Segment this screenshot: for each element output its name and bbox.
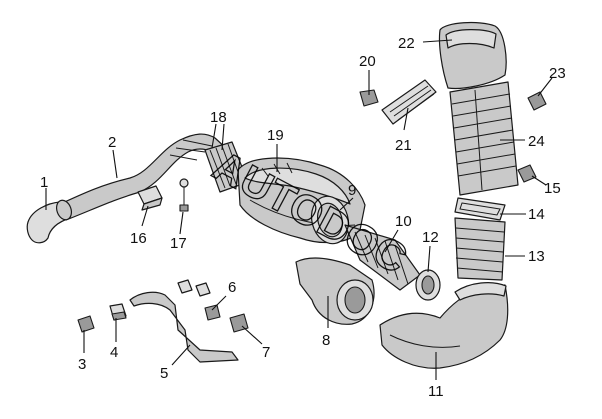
callout-11: 11 — [428, 383, 444, 400]
callout-3: 3 — [78, 356, 86, 373]
callout-16: 16 — [130, 230, 147, 247]
part-3-clip — [77, 315, 95, 333]
part-13-bellows-hose — [454, 217, 506, 281]
part-24-ribbed-tube — [449, 81, 519, 196]
callout-18: 18 — [210, 109, 227, 126]
part-1-hose-end — [26, 199, 73, 244]
leader-15 — [531, 175, 547, 186]
callout-8: 8 — [322, 332, 330, 349]
leader-16 — [141, 205, 149, 227]
callout-9: 9 — [348, 182, 356, 199]
part-17-bolt — [179, 178, 189, 212]
callout-23: 23 — [549, 65, 566, 82]
leader-lines — [45, 39, 553, 380]
callout-1: 1 — [40, 174, 48, 191]
part-6-clamp — [177, 279, 221, 321]
part-5-support-bracket — [129, 291, 239, 363]
callout-15: 15 — [544, 180, 561, 197]
part-11-curved-duct — [379, 282, 509, 369]
part-8-lower-duct — [295, 257, 375, 325]
callout-12: 12 — [422, 229, 439, 246]
leader-5 — [171, 344, 191, 366]
leader-18 — [211, 123, 225, 151]
leader-21 — [403, 107, 409, 131]
part-9-sealing-ring — [310, 195, 350, 245]
leader-10 — [384, 229, 399, 253]
leader-2 — [112, 149, 118, 179]
part-12-hose-clamp — [415, 269, 441, 301]
callout-17: 17 — [170, 235, 187, 252]
part-21-grille — [381, 79, 437, 125]
callout-4: 4 — [110, 344, 118, 361]
part-22-intake-scoop — [438, 21, 507, 90]
callout-14: 14 — [528, 206, 545, 223]
leader-17 — [179, 211, 184, 235]
leader-22 — [422, 39, 453, 43]
callout-21: 21 — [395, 137, 412, 154]
leader-9 — [339, 197, 354, 211]
part-16-bracket — [137, 185, 163, 211]
callout-13: 13 — [528, 248, 545, 265]
callout-7: 7 — [262, 344, 270, 361]
callout-20: 20 — [359, 53, 376, 70]
callout-labels: 1 2 3 4 5 6 7 8 9 10 11 12 13 14 15 16 1… — [40, 35, 566, 400]
leader-11-12 — [427, 245, 431, 273]
callout-10: 10 — [395, 213, 412, 230]
part-14-gasket — [454, 197, 506, 221]
callout-6: 6 — [228, 279, 236, 296]
part-4-nut — [109, 303, 127, 321]
leader-23 — [537, 77, 553, 97]
part-10-bellows-pipe — [344, 224, 421, 291]
callout-2: 2 — [108, 134, 116, 151]
leader-7 — [241, 325, 263, 345]
callout-19: 19 — [267, 127, 284, 144]
callout-5: 5 — [160, 365, 168, 382]
callout-24: 24 — [528, 133, 545, 150]
leader-6 — [211, 295, 227, 311]
callout-22: 22 — [398, 35, 415, 52]
part-15-clip — [517, 164, 537, 183]
part-23-grommet — [527, 91, 547, 111]
